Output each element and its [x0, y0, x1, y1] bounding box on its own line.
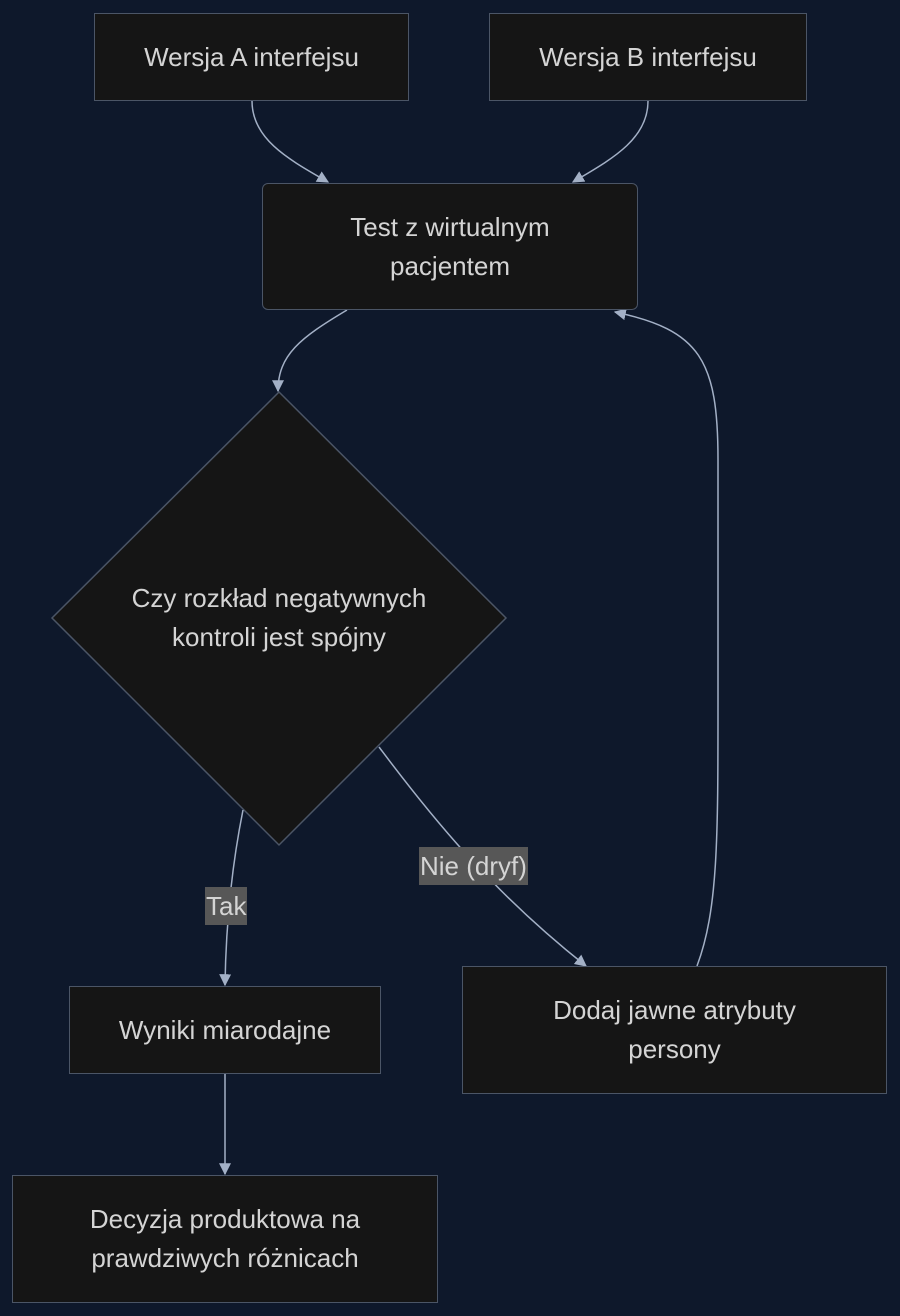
- node-virtual-patient-test-line2: pacjentem: [390, 250, 510, 281]
- decision-label: Czy rozkład negatywnych kontroli jest sp…: [99, 578, 459, 658]
- edge-attributes-back-to-test: [613, 308, 719, 967]
- decision-label-line1: Czy rozkład negatywnych: [131, 583, 427, 613]
- node-product-decision-line1: Decyzja produktowa na: [89, 1204, 361, 1234]
- node-version-a: Wersja A interfejsu: [94, 13, 409, 101]
- node-virtual-patient-test: Test z wirtualnym pacjentem: [262, 183, 638, 310]
- node-add-attributes-line2: persony: [628, 1034, 721, 1064]
- node-virtual-patient-test-line1: Test z wirtualnym: [350, 211, 550, 242]
- node-reliable-results: Wyniki miarodajne: [69, 986, 381, 1074]
- edge-test-to-decision: [272, 309, 348, 393]
- node-product-decision: Decyzja produktowa na prawdziwych różnic…: [12, 1175, 438, 1303]
- edge-b-to-test: [571, 100, 649, 183]
- node-version-b-label: Wersja B interfejsu: [539, 41, 757, 72]
- node-add-attributes: Dodaj jawne atrybuty persony: [462, 966, 887, 1094]
- node-version-a-label: Wersja A interfejsu: [144, 41, 359, 72]
- node-reliable-results-label: Wyniki miarodajne: [118, 1014, 332, 1045]
- node-product-decision-line2: prawdziwych różnicach: [91, 1243, 359, 1273]
- edge-a-to-test: [251, 100, 330, 183]
- decision-diamond: [50, 390, 508, 847]
- node-version-b: Wersja B interfejsu: [489, 13, 807, 101]
- edge-label-yes: Tak: [205, 887, 248, 925]
- decision-label-line2: kontroli jest spójny: [172, 622, 386, 652]
- node-add-attributes-line1: Dodaj jawne atrybuty: [553, 995, 796, 1025]
- edge-label-no: Nie (dryf): [419, 847, 528, 885]
